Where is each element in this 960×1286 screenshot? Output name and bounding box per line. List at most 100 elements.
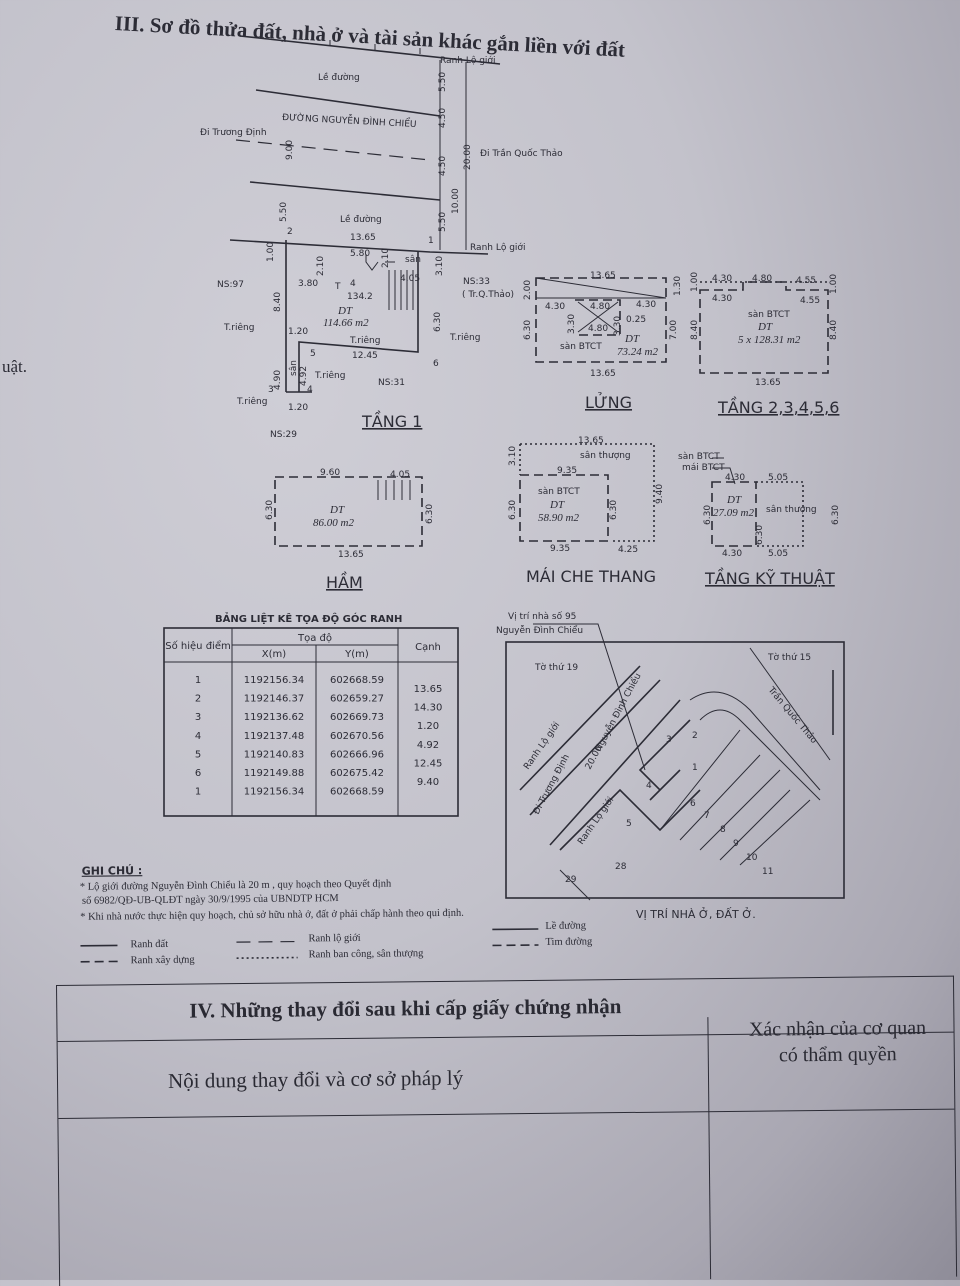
dim: 1.00 [266, 242, 276, 262]
cell-edge: 4.92 [417, 740, 439, 751]
callout-1: Vị trí nhà số 95 [508, 611, 576, 622]
dim: 4.30 [712, 274, 732, 284]
dim: 4.92 [299, 366, 309, 386]
ham-label: HẦM [326, 571, 363, 592]
road-dim: 10.00 [451, 188, 461, 214]
area-label: DT [726, 494, 742, 506]
dim: 13.65 [590, 369, 616, 379]
floor-plan-tang-1: 13.65 5.80 1.00 2.10 2.10 3.80 4.05 3.10… [217, 227, 514, 440]
area-label: DT [329, 504, 345, 516]
header-x: X(m) [262, 649, 286, 660]
col2-line1: Xác nhận của cơ quan [748, 1016, 927, 1041]
san-thuong: sân thượng [580, 451, 631, 461]
t-rieng: T.riêng [314, 370, 345, 381]
di-truong-dinh-map: Đi Trương Định [532, 753, 572, 816]
ranh-lo-gioi-top: Ranh Lộ giới [440, 55, 495, 66]
cell-point: 6 [195, 768, 201, 779]
dim: 7.00 [669, 320, 679, 340]
lot-label: 10 [746, 853, 758, 863]
lot-label: 4 [646, 781, 652, 791]
dim: 3.30 [613, 316, 623, 336]
floor-plan-mai-che-thang: 13.65 3.10 9.35 6.30 6.30 9.40 9.35 4.25… [508, 436, 665, 586]
dim: 9.35 [557, 466, 577, 476]
dim: 1.00 [829, 274, 839, 294]
dim: 4.80 [590, 302, 610, 312]
coordinate-table: BẢNG LIỆT KÊ TỌA ĐỘ GÓC RANH Số hiệu điể… [163, 611, 459, 817]
cell-point: 2 [195, 694, 201, 705]
lot-label: 28 [615, 862, 627, 872]
lot-label: 2 [692, 731, 698, 741]
cell-point: 5 [195, 749, 201, 760]
dim: 9.60 [320, 468, 340, 478]
cell-y: 602669.73 [330, 712, 384, 723]
lot-label: 3 [666, 735, 672, 745]
floor-plan-tang-ky-thuat: sàn BTCT mái BTCT 4.30 5.05 6.30 6.30 6.… [678, 452, 841, 588]
cell-x: 1192146.37 [244, 694, 304, 705]
legend-ranh-lo-gioi: Ranh lộ giới [308, 933, 360, 945]
cell-x: 1192149.88 [244, 768, 304, 779]
cell-y: 602666.96 [330, 749, 384, 760]
cell-y: 602659.27 [330, 694, 384, 705]
header-y: Y(m) [344, 649, 369, 660]
cell-y: 602670.56 [330, 731, 384, 742]
location-map: Vị trí nhà số 95 Nguyễn Đình Chiểu Tờ th… [496, 611, 845, 921]
neighbor-tqt: ( Tr.Q.Thảo) [462, 289, 514, 300]
dim: 4.55 [800, 296, 820, 306]
point-label: 6 [433, 359, 439, 369]
lot-label: 9 [733, 839, 739, 849]
legend-ranh-ban-cong: Ranh ban công, sân thượng [309, 948, 425, 960]
dim: 6.30 [265, 500, 275, 520]
cell-x: 1192156.34 [244, 787, 304, 798]
point-label: 2 [287, 227, 293, 237]
road-dim: 20.00 [463, 144, 473, 170]
dim: 9.35 [550, 544, 570, 554]
header-coord: Tọa độ [297, 632, 332, 644]
dim: 4.80 [588, 324, 608, 334]
cell-edge: 13.65 [414, 684, 443, 695]
street-name: ĐƯỜNG NGUYỄN ĐÌNH CHIỂU [282, 110, 417, 130]
area-value: 58.90 m2 [538, 512, 579, 524]
col2-line2: có thẩm quyền [778, 1043, 897, 1067]
cell-point: 4 [195, 731, 201, 742]
road-dim: 5.50 [438, 72, 448, 92]
point-label: 1 [428, 236, 434, 246]
lot-label: 29 [565, 875, 577, 885]
le-duong-bottom: Lề đường [340, 214, 382, 225]
legend-ranh-xay-dung: Ranh xây dựng [131, 955, 196, 967]
dim: 6.30 [508, 500, 518, 520]
dim: 6.30 [831, 505, 841, 525]
tang-2-6-label: TẦNG 2,3,4,5,6 [717, 396, 839, 417]
dim: 4.25 [618, 545, 638, 555]
dim: 4.30 [725, 473, 745, 483]
section4-header-row: Nội dung thay đổi và cơ sở pháp lý Xác n… [57, 1017, 955, 1119]
sheet-19: Tờ thứ 19 [534, 662, 578, 673]
dim: 13.65 [578, 436, 604, 446]
dim: 4.30 [722, 549, 742, 559]
tang-1-label: TẦNG 1 [361, 410, 422, 431]
site-plan-drawing: III. Sơ đồ thửa đất, nhà ở và tài sản kh… [2, 11, 845, 967]
lot-label: 6 [690, 799, 696, 809]
dim: 5.80 [350, 249, 370, 259]
cell-y: 602668.59 [330, 675, 384, 686]
road-dim: 5.50 [438, 212, 448, 232]
ranh-lo-gioi-bottom: Ranh Lộ giới [470, 242, 525, 253]
area-label: DT [757, 321, 773, 333]
san-btct: sàn BTCT [538, 487, 580, 497]
table-title: BẢNG LIỆT KÊ TỌA ĐỘ GÓC RANH [215, 611, 402, 625]
note-line: số 6982/QĐ-UB-QLĐT ngày 30/9/1995 của UB… [82, 893, 339, 907]
area-value: 73.24 m2 [617, 346, 658, 358]
dim: 4.30 [712, 294, 732, 304]
dim: 13.65 [590, 271, 616, 281]
cell-edge: 14.30 [414, 703, 443, 714]
road-dim: 5.50 [279, 202, 289, 222]
san-btct: sàn BTCT [748, 310, 790, 320]
san-label: sân [289, 360, 299, 376]
dim: 3.10 [508, 446, 518, 466]
area-value: 114.66 m2 [323, 317, 369, 329]
cell-y: 602675.42 [330, 768, 384, 779]
le-duong-top: Lề đường [318, 72, 360, 83]
dim: 2.00 [523, 280, 533, 300]
dim: 3.30 [567, 314, 577, 334]
section-4-changes-table: IV. Những thay đổi sau khi cấp giấy chứn… [56, 975, 958, 1286]
dim: 4.80 [752, 274, 772, 284]
